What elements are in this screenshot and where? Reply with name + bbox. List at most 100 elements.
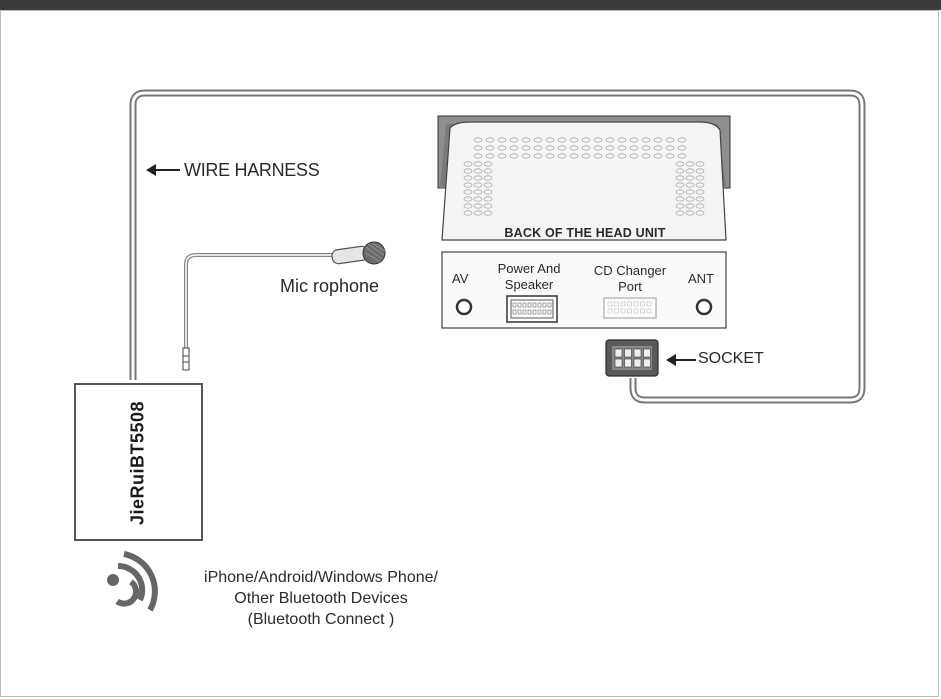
connector-pin [532, 302, 537, 308]
connector-pin [607, 301, 613, 307]
vent-hole [675, 203, 685, 209]
vent-hole [483, 210, 493, 216]
vent-hole [675, 210, 685, 216]
power-speaker-label-line1: Power And [497, 261, 561, 276]
vent-hole [695, 182, 705, 188]
head-unit-panel [441, 251, 727, 329]
vent-hole [685, 168, 695, 174]
vent-hole [695, 168, 705, 174]
vent-hole [675, 161, 685, 167]
vent-hole [473, 145, 483, 151]
power-speaker-label: Power And Speaker [488, 261, 570, 293]
vent-hole [685, 210, 695, 216]
vent-hole [473, 137, 483, 143]
vent-hole [509, 137, 519, 143]
connector-pin [512, 309, 517, 315]
vent-hole [463, 161, 473, 167]
connector-pin [633, 301, 639, 307]
bluetooth-text-line2: Other Bluetooth Devices [234, 590, 408, 607]
vent-hole [497, 145, 507, 151]
connector-pin [620, 301, 626, 307]
connector-pin [517, 302, 522, 308]
vent-hole [473, 161, 483, 167]
connector-pin [537, 302, 542, 308]
vent-hole [485, 153, 495, 159]
vent-hole [675, 168, 685, 174]
socket-pin [624, 358, 632, 368]
vent-hole [581, 145, 591, 151]
connector-pin [542, 302, 547, 308]
vent-hole [557, 145, 567, 151]
vent-hole [653, 137, 663, 143]
connector-pin [627, 308, 632, 314]
vent-hole [685, 196, 695, 202]
ant-port-label: ANT [688, 271, 714, 286]
connector-pin [633, 308, 639, 314]
vent-hole [533, 153, 543, 159]
cd-changer-label-line1: CD Changer [593, 263, 667, 278]
vent-hole [483, 203, 493, 209]
av-port-label: AV [452, 271, 469, 286]
vent-hole [665, 153, 675, 159]
socket-pin [643, 358, 651, 368]
vent-hole [629, 145, 639, 151]
vent-hole [483, 182, 493, 188]
microphone-cable [182, 253, 340, 371]
power-speaker-label-line2: Speaker [504, 277, 554, 292]
connector-pin [620, 308, 626, 314]
vent-hole [605, 137, 615, 143]
vent-hole [473, 153, 483, 159]
connector-pin [537, 309, 542, 315]
vent-hole [473, 203, 483, 209]
vent-hole [695, 175, 705, 181]
vent-hole [473, 189, 483, 195]
vent-hole [463, 196, 473, 202]
socket-pin [614, 348, 623, 358]
vent-hole [617, 137, 627, 143]
vent-hole [463, 203, 473, 209]
vent-hole [483, 175, 493, 181]
vent-hole [685, 161, 695, 167]
connector-pin [646, 301, 652, 307]
head-unit-vents [463, 137, 705, 216]
socket-pin [614, 358, 623, 368]
vent-hole [605, 145, 615, 151]
vent-hole [483, 196, 493, 202]
socket-connector [605, 339, 659, 377]
connector-pin [614, 301, 619, 307]
vent-hole [545, 137, 555, 143]
socket-pin [624, 348, 632, 358]
vent-hole [685, 182, 695, 188]
vent-hole [463, 182, 473, 188]
vent-hole [641, 153, 651, 159]
vent-hole [685, 189, 695, 195]
socket-pin [643, 348, 651, 358]
bluetooth-devices-text: iPhone/Android/Windows Phone/ Other Blue… [176, 567, 466, 630]
window-top-bar [0, 0, 941, 10]
vent-hole [521, 145, 531, 151]
connector-pin [547, 302, 552, 308]
vent-hole [675, 182, 685, 188]
microphone-icon [331, 241, 386, 265]
vent-hole [593, 137, 603, 143]
vent-hole [677, 145, 687, 151]
vent-hole [695, 161, 705, 167]
vent-hole [483, 161, 493, 167]
arrow-left-icon [146, 164, 180, 176]
connector-pin [607, 308, 613, 314]
connector-pin [517, 309, 522, 315]
vent-hole [641, 137, 651, 143]
vent-hole [653, 145, 663, 151]
vent-hole [463, 175, 473, 181]
vent-hole [695, 189, 705, 195]
bluetooth-module-box [74, 383, 203, 541]
cd-changer-port [603, 297, 657, 319]
vent-hole [695, 196, 705, 202]
vent-hole [557, 137, 567, 143]
cd-changer-label: CD Changer Port [588, 263, 672, 295]
connector-pin [646, 308, 652, 314]
vent-hole [695, 210, 705, 216]
vent-hole [485, 137, 495, 143]
vent-hole [533, 137, 543, 143]
vent-hole [629, 153, 639, 159]
